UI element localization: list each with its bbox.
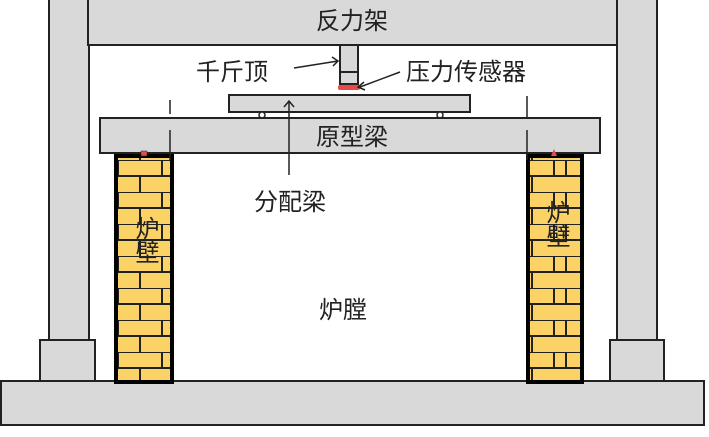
furnace-wall-right (526, 154, 584, 384)
reaction-frame-beam (87, 0, 618, 46)
jack (339, 44, 359, 73)
right-post-foot (609, 339, 665, 382)
furnace-wall-right-label: 炉壁 (542, 200, 570, 248)
furnace-chamber-label: 炉膛 (319, 296, 367, 324)
prototype-beam (99, 117, 601, 154)
jack-base (339, 71, 359, 85)
left-post (48, 0, 90, 342)
load-cell-label: 压力传感器 (406, 58, 526, 86)
distribution-beam-arrow (283, 99, 295, 175)
load-cell (338, 85, 360, 90)
prototype-beam-label: 原型梁 (316, 123, 388, 151)
distribution-beam (228, 94, 471, 113)
load-cell-arrow (356, 71, 401, 91)
reaction-frame-label: 反力架 (316, 7, 388, 35)
jack-label: 千斤顶 (196, 58, 268, 86)
base-slab (0, 380, 705, 426)
distribution-beam-label: 分配梁 (254, 188, 326, 216)
left-post-foot (39, 339, 96, 382)
jack-arrow (293, 56, 340, 69)
furnace-wall-left (114, 154, 174, 384)
furnace-wall-left-label: 炉壁 (131, 216, 159, 264)
support-right (551, 149, 557, 156)
support-left (140, 150, 148, 157)
right-post (616, 0, 658, 342)
